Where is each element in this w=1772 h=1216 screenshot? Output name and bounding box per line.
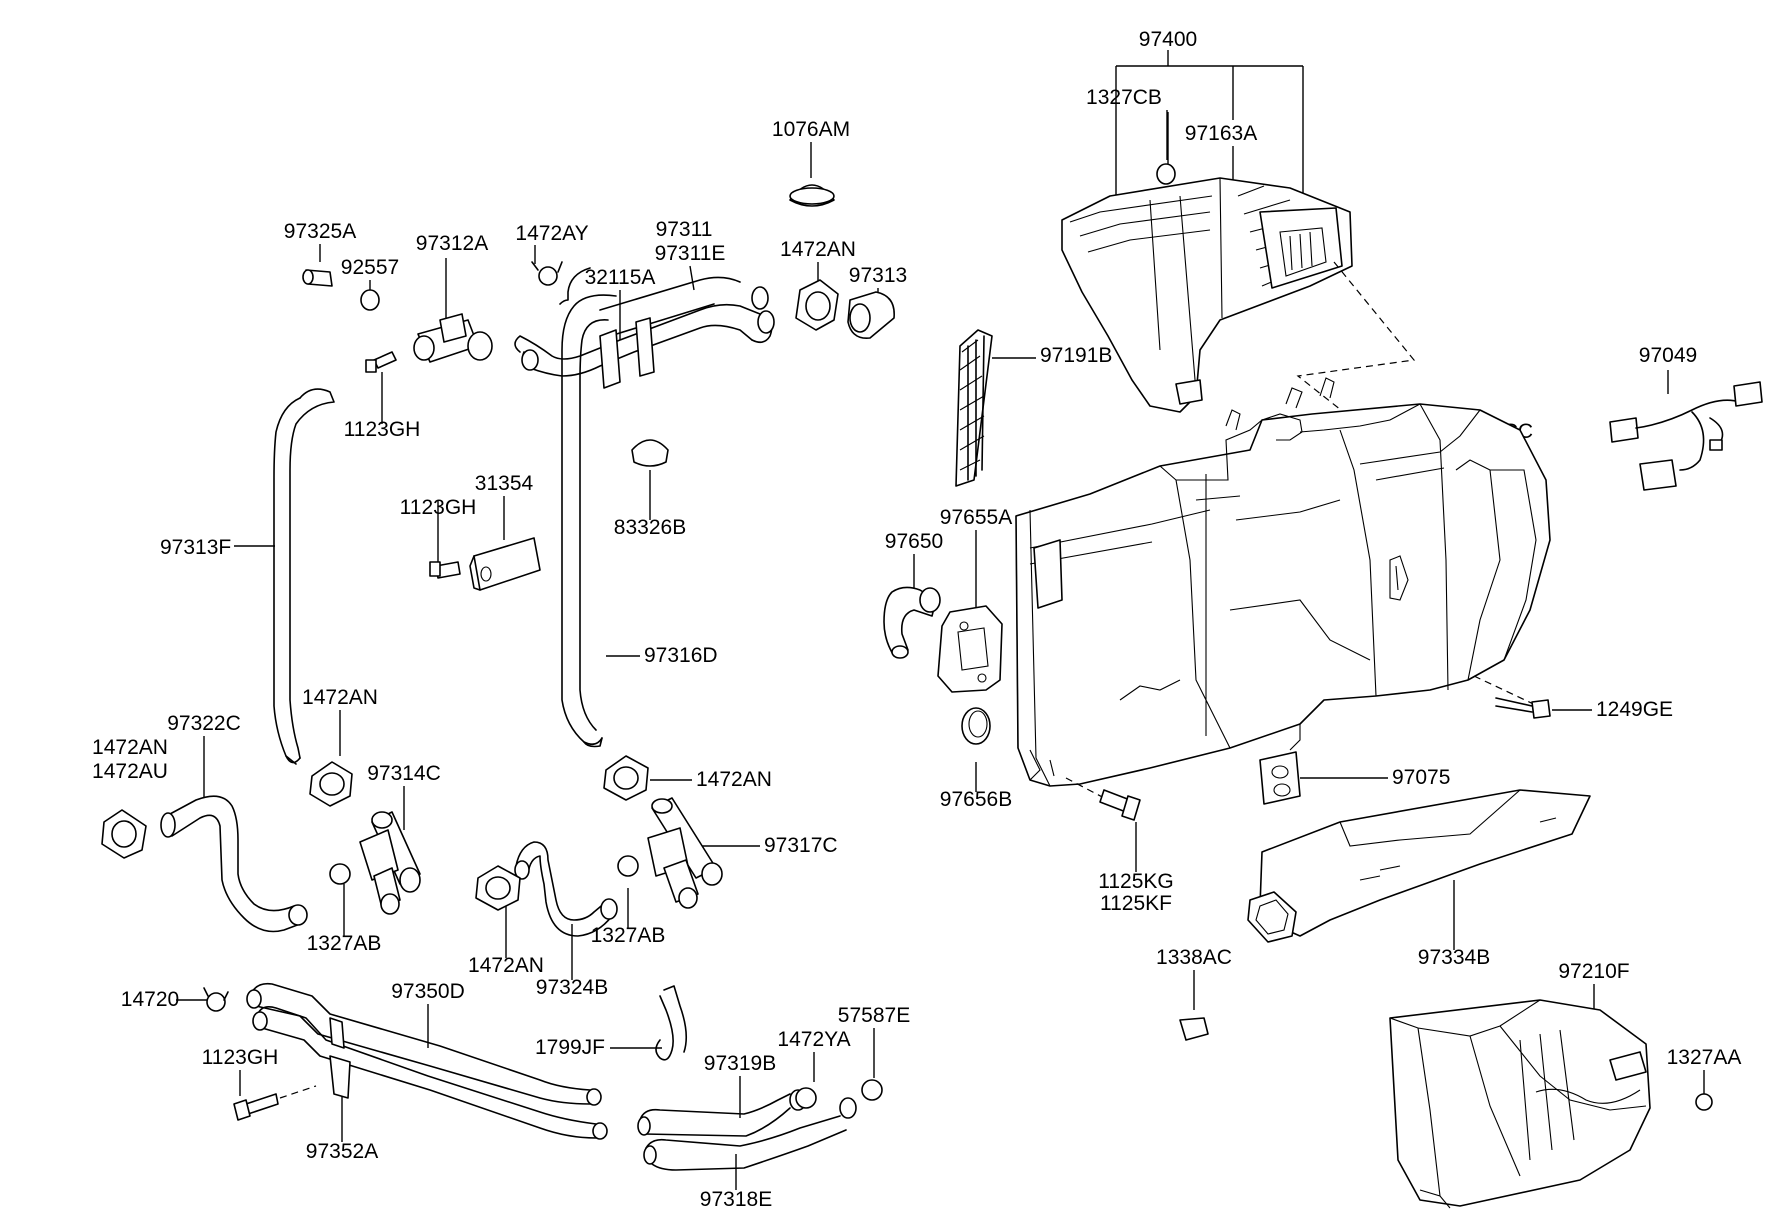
label-1472AY: 1472AY <box>515 222 588 245</box>
label-97311: 97311 <box>656 218 713 241</box>
label-1472YA: 1472YA <box>777 1028 850 1051</box>
label-57587E: 57587E <box>838 1004 910 1027</box>
bracket-31354 <box>469 537 541 591</box>
label-1327CB: 1327CB <box>1086 86 1162 109</box>
label-97400: 97400 <box>1139 28 1197 51</box>
harness-97049 <box>1609 381 1763 491</box>
label-1472AN-center: 1472AN <box>696 768 772 791</box>
label-97075: 97075 <box>1392 766 1450 789</box>
label-97319B: 97319B <box>704 1052 776 1075</box>
valve-97317c <box>647 797 723 909</box>
label-1249GE: 1249GE <box>1596 698 1673 721</box>
nut-1338ac <box>1179 1017 1209 1041</box>
label-1338AC: 1338AC <box>1156 946 1232 969</box>
label-97316D: 97316D <box>644 644 718 667</box>
clamp-1472an-upper <box>795 279 839 331</box>
label-97350D: 97350D <box>391 980 465 1003</box>
label-97325A: 97325A <box>284 220 356 243</box>
blower-housing-97400 <box>1061 163 1416 415</box>
gasket-97655a <box>937 605 1003 693</box>
label-1123GH-upper: 1123GH <box>344 418 421 441</box>
label-14720: 14720 <box>121 988 179 1011</box>
plug-83326b <box>631 439 669 467</box>
label-1125KF: 1125KF <box>1100 892 1172 915</box>
clamp-1472an-far-left <box>101 809 147 859</box>
plug-97313 <box>847 291 895 339</box>
label-97312A: 97312A <box>416 232 488 255</box>
label-1327AA: 1327AA <box>1667 1046 1742 1069</box>
clamp-1472ay <box>531 261 563 286</box>
grommet-1076am <box>789 184 835 207</box>
label-1472AN-top: 1472AN <box>780 238 856 261</box>
label-97313F: 97313F <box>160 536 231 559</box>
label-97317C: 97317C <box>764 834 838 857</box>
bolt-97325a <box>302 269 333 287</box>
label-97352A: 97352A <box>306 1140 378 1163</box>
nut-1327ab-right <box>617 855 639 877</box>
nut-1327aa <box>1695 1093 1713 1111</box>
label-1472AN-left: 1472AN <box>302 686 378 709</box>
label-97311E: 97311E <box>655 242 726 265</box>
label-83326B: 83326B <box>614 516 686 539</box>
label-97318E: 97318E <box>700 1188 772 1211</box>
clamp-1472an-left <box>309 761 353 807</box>
label-97655A: 97655A <box>940 506 1012 529</box>
label-31354: 31354 <box>475 472 534 495</box>
heater-unit <box>1015 377 1551 801</box>
label-1472AN-far-left: 1472AN <box>92 736 168 759</box>
label-1472AU: 1472AU <box>92 760 168 783</box>
ring-92557 <box>360 289 380 311</box>
label-1327AB-right: 1327AB <box>591 924 666 947</box>
valve-97314c <box>359 811 421 915</box>
filter-97191b <box>955 329 993 487</box>
pipe-97350d <box>246 982 608 1140</box>
label-97656B: 97656B <box>940 788 1012 811</box>
hose-97322c <box>160 795 308 933</box>
screw-1249ge <box>1495 697 1551 719</box>
hose-97313f <box>273 388 335 765</box>
label-32115A: 32115A <box>585 266 656 289</box>
label-97313: 97313 <box>849 264 907 287</box>
clamp-1472an-bottom <box>475 865 521 911</box>
bolt-1123gh-upper <box>365 351 397 373</box>
label-1125KG: 1125KG <box>1098 870 1174 893</box>
label-97163A: 97163A <box>1185 122 1257 145</box>
label-97314C: 97314C <box>367 762 441 785</box>
label-1076AM: 1076AM <box>772 118 850 141</box>
clamp-14720 <box>203 987 229 1012</box>
label-92557: 92557 <box>341 256 399 279</box>
unit-97210f <box>1389 999 1651 1209</box>
label-97191B: 97191B <box>1040 344 1112 367</box>
bolt-1125kg <box>1099 789 1141 821</box>
gasket-97075 <box>1259 751 1301 805</box>
strap-1799jf <box>655 985 688 1061</box>
elbow-97650 <box>883 586 941 659</box>
valve-97312a <box>413 313 493 363</box>
label-1123GH-lower: 1123GH <box>202 1046 279 1069</box>
bolt-1123gh-mid <box>429 561 461 579</box>
pipe-assembly-97311 <box>514 276 775 389</box>
cap-97656b <box>961 707 991 745</box>
label-97322C: 97322C <box>167 712 241 735</box>
label-1327AB-left: 1327AB <box>307 932 382 955</box>
label-1799JF: 1799JF <box>535 1036 605 1059</box>
label-97334B: 97334B <box>1418 946 1490 969</box>
clamp-1472an-center <box>603 755 649 801</box>
hose-97324b <box>514 841 618 937</box>
label-97049: 97049 <box>1639 344 1697 367</box>
nut-1327ab-left <box>329 863 351 885</box>
duct-97334b <box>1247 789 1591 943</box>
hose-97319b-97318e <box>637 1089 857 1171</box>
hose-97316d <box>559 267 617 748</box>
part-labels: 97400 1327CB 97163A 1076AM 97325A 92557 … <box>92 28 1741 1211</box>
bolt-1123gh-lower <box>233 1085 317 1121</box>
label-1472AN-bottom: 1472AN <box>468 954 544 977</box>
clamp-57587e <box>861 1079 883 1101</box>
label-97210F: 97210F <box>1558 960 1629 983</box>
label-97324B: 97324B <box>536 976 608 999</box>
leader-lines <box>176 50 1705 1190</box>
clamp-1472ya <box>795 1087 817 1109</box>
label-97650: 97650 <box>885 530 943 553</box>
